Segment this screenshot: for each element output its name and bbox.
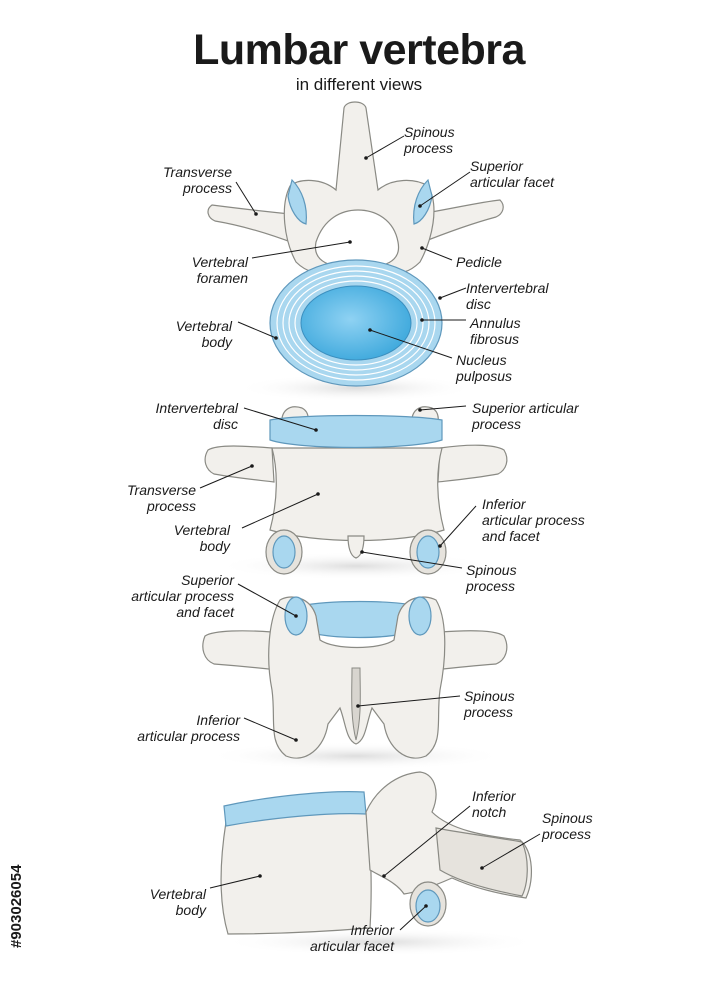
transverse-process-right: [413, 199, 504, 245]
spinous-process-a: [347, 535, 365, 559]
superior-articular-facet-right-p: [408, 596, 432, 636]
leader-lines: [199, 135, 541, 931]
transverse-process-left: [207, 204, 301, 245]
page-title: Lumbar vertebra: [193, 26, 525, 74]
label-spinous-process-anterior: Spinous process: [466, 562, 517, 594]
label-inferior-articular-facet: Inferior articular facet: [309, 922, 394, 954]
transverse-process-left-a: [204, 445, 275, 483]
vertebral-body-l: [220, 809, 372, 935]
lateral-view: [220, 771, 540, 956]
label-vertebral-body-superior: Vertebral body: [175, 318, 232, 350]
label-superior-articular-facet: Superior articular facet: [470, 158, 555, 190]
label-vertebral-body-lateral: Vertebral body: [149, 886, 206, 918]
label-superior-articular-process-anterior: Superior articular process: [472, 400, 579, 432]
label-vertebral-body-anterior: Vertebral body: [173, 522, 230, 554]
superior-articular-facet-right: [413, 178, 433, 225]
spinous-process-p: [351, 667, 361, 741]
spinous-process-l: [435, 827, 528, 897]
transverse-process-right-p: [433, 630, 508, 671]
label-spinous-process-lateral: Spinous process: [542, 810, 593, 842]
label-vertebral-foramen: Vertebral foramen: [191, 254, 248, 286]
label-annulus-fibrosus: Annulus fibrosus: [470, 315, 521, 347]
label-intervertebral-disc-superior: Intervertebral disc: [466, 280, 549, 312]
label-transverse-process-anterior: Transverse process: [127, 482, 196, 514]
superior-view: [207, 101, 504, 402]
posterior-view: [202, 596, 508, 770]
stock-image-code: #903026054: [8, 864, 25, 948]
transverse-process-left-p: [202, 630, 279, 671]
label-inferior-articular-process-facet: Inferior articular process and facet: [482, 496, 585, 544]
label-inferior-notch: Inferior notch: [472, 788, 516, 820]
label-pedicle: Pedicle: [456, 254, 502, 270]
intervertebral-disc-a: [269, 414, 443, 449]
label-nucleus-pulposus: Nucleus pulposus: [456, 352, 513, 384]
label-superior-articular-process-facet: Superior articular process and facet: [131, 572, 234, 620]
label-transverse-process-superior: Transverse process: [163, 164, 232, 196]
anterior-view: [204, 406, 508, 580]
transverse-process-right-a: [437, 444, 508, 483]
nucleus-pulposus: [300, 285, 412, 361]
label-inferior-articular-process: Inferior articular process: [137, 712, 240, 744]
superior-articular-facet-left: [287, 178, 307, 225]
label-spinous-process-posterior: Spinous process: [464, 688, 515, 720]
label-spinous-process-superior: Spinous process: [404, 124, 455, 156]
vertebral-body-a: [269, 447, 445, 542]
leader-dots: [250, 156, 484, 908]
label-intervertebral-disc-anterior: Intervertebral disc: [155, 400, 238, 432]
page-subtitle: in different views: [295, 75, 423, 94]
